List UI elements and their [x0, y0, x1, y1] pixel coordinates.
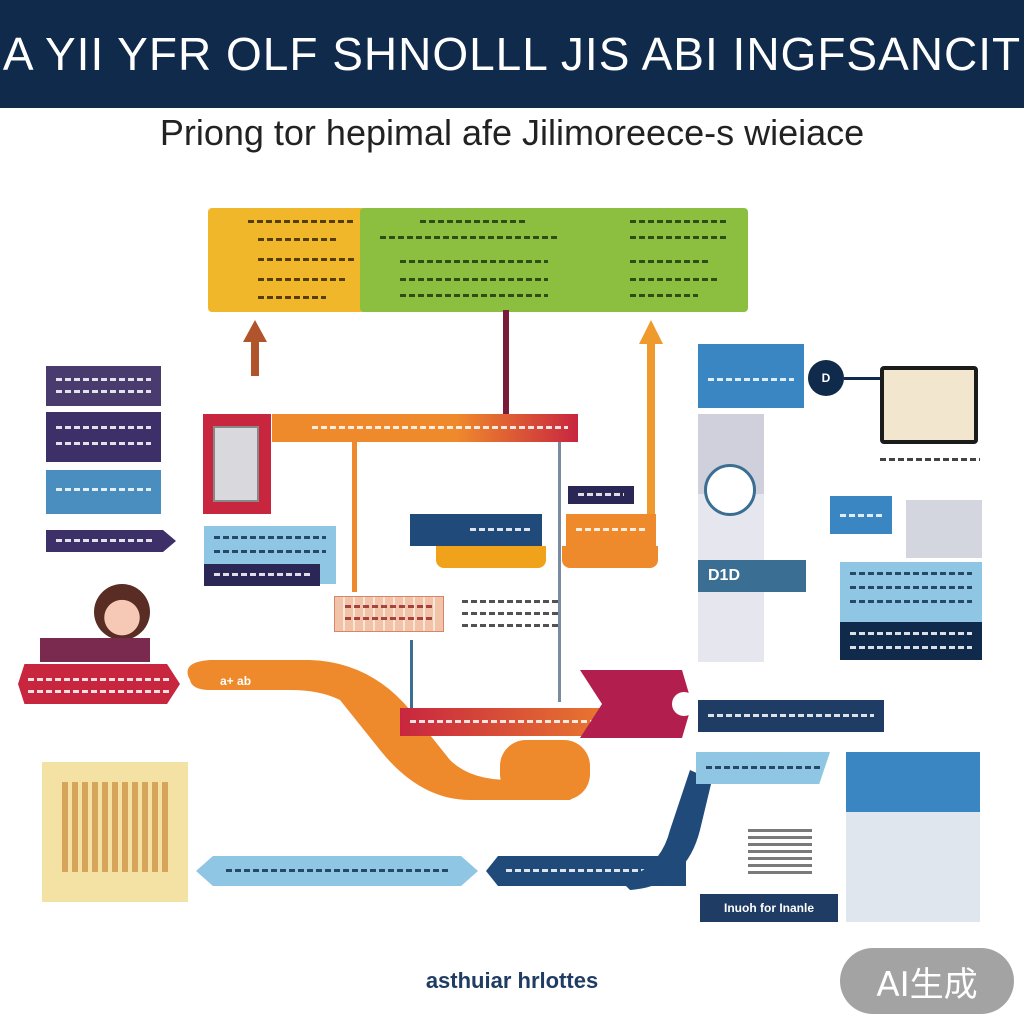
- right-dark-band: [698, 700, 884, 732]
- right-gray-card: [906, 500, 982, 558]
- orange-tab-base-2: [562, 546, 658, 568]
- left-block-purple-1: [46, 366, 161, 406]
- connector-green-down: [503, 310, 509, 440]
- link-node: D: [808, 360, 844, 396]
- chart-card-graphic: [62, 782, 172, 872]
- link-connector: [844, 377, 884, 380]
- orange-tab-base-1: [436, 546, 546, 568]
- orange-flow-band: [187, 660, 590, 800]
- label-d10: D1D: [698, 560, 806, 592]
- link-node-label: D: [821, 371, 831, 385]
- crimson-arrow-right: [580, 670, 696, 738]
- device-box: [203, 414, 271, 514]
- bottom-right-label-text: Inuoh for Inanle: [724, 901, 814, 915]
- connector-center-3: [410, 640, 413, 710]
- device-icon: [213, 426, 259, 502]
- left-arrow-purple: [46, 530, 176, 552]
- orange-tab: [566, 514, 656, 546]
- right-card-footer: [840, 622, 982, 660]
- crimson-arrow-bar: [18, 664, 180, 704]
- grid-table: [334, 596, 444, 632]
- navy-flow-band: [620, 770, 712, 890]
- purple-bar: [40, 638, 150, 662]
- top-panel-green: [360, 208, 748, 312]
- text-block-center: [462, 596, 558, 636]
- circle-icon: [704, 464, 756, 516]
- right-caption: [880, 452, 980, 468]
- label-d10-text: D1D: [708, 567, 741, 584]
- right-blue-tag: [830, 496, 892, 534]
- right-blue-block: [698, 344, 804, 408]
- info-block-dark: [204, 564, 320, 586]
- title-banner: A YII YFR OLF SHNOLLL JIS ABI INGFSANCIT: [0, 0, 1024, 108]
- right-lightblue-card: [840, 562, 982, 660]
- connector-center-2: [558, 442, 561, 702]
- footer-caption: asthuiar hrlottes: [425, 968, 599, 993]
- chart-card: [42, 762, 188, 902]
- up-arrow-right: [639, 320, 663, 514]
- bottom-right-label: Inuoh for Inanle: [700, 894, 838, 922]
- left-pill-label: a+ ab: [220, 674, 252, 688]
- avatar: [94, 584, 150, 640]
- center-banner: [272, 414, 578, 442]
- bottom-right-panel: [846, 752, 980, 922]
- tall-panel: [698, 414, 764, 662]
- light-arrow-right: [696, 752, 830, 784]
- laptop-icon: [880, 366, 978, 444]
- left-block-purple-2: [46, 412, 161, 462]
- dark-tag: [568, 486, 634, 504]
- arrow-bar-lightblue: [196, 856, 478, 886]
- banner-title: A YII YFR OLF SHNOLLL JIS ABI INGFSANCIT: [2, 28, 1022, 80]
- ai-watermark: AI生成: [840, 948, 1014, 1014]
- left-block-blue: [46, 470, 161, 514]
- bottom-right-panel-top: [846, 752, 980, 812]
- connector-center-1: [352, 442, 357, 592]
- up-arrow-left: [243, 320, 267, 376]
- doc-snippet: [748, 826, 812, 874]
- top-panel-yellow: [208, 208, 366, 312]
- navy-tab: [410, 514, 542, 546]
- subtitle: Priong tor hepimal afe Jilimoreece-s wie…: [159, 112, 865, 153]
